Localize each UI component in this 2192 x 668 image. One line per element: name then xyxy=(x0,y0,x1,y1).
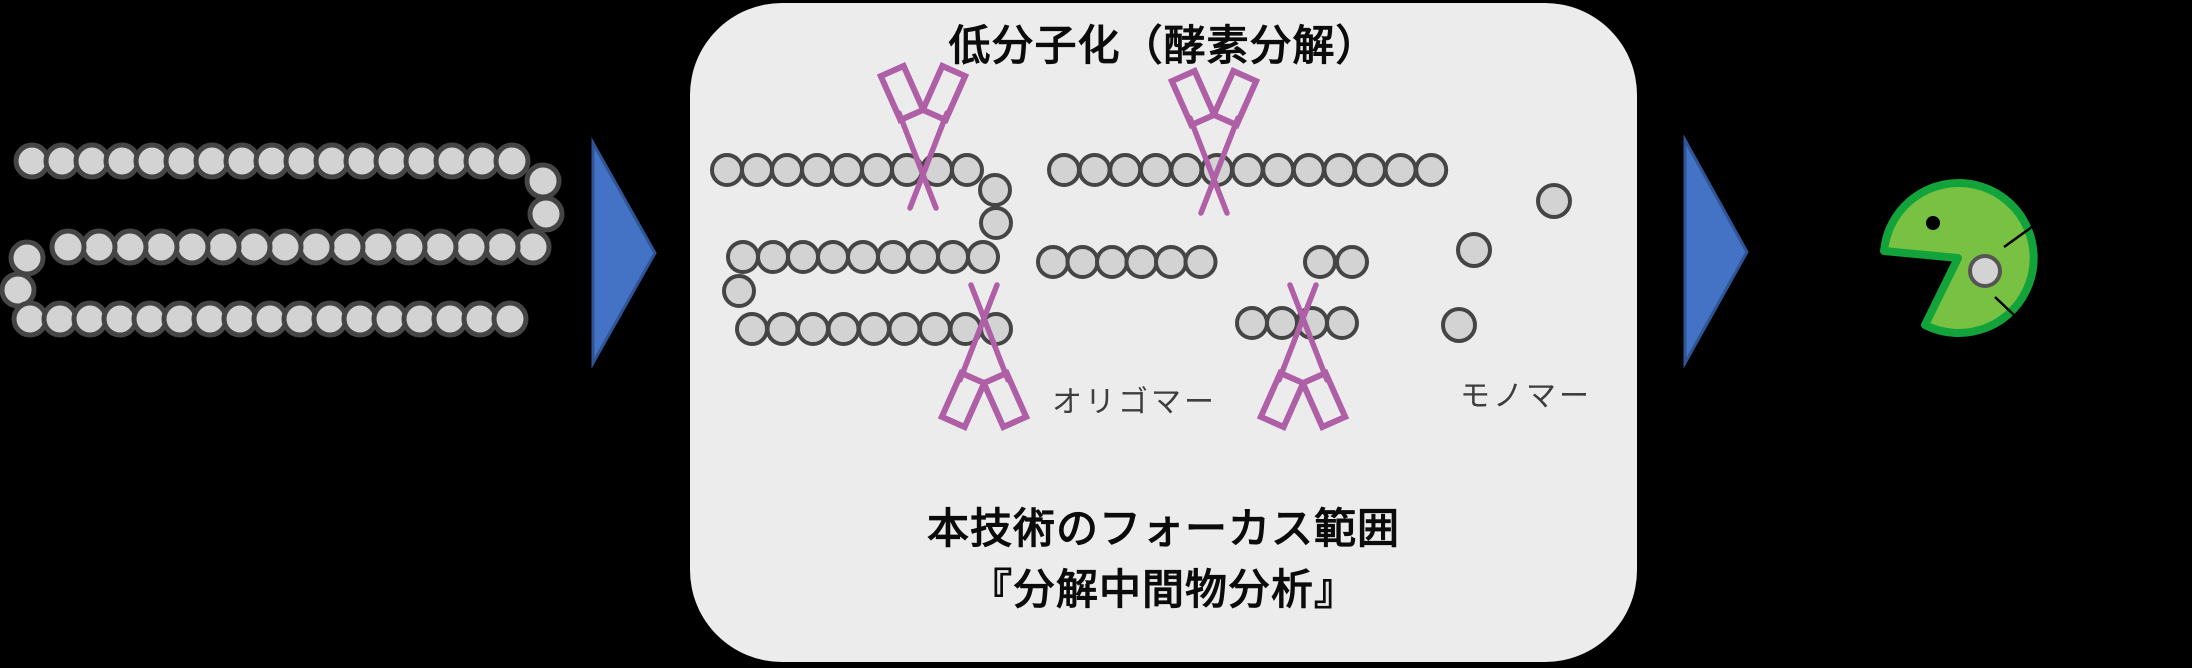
polymer-bead xyxy=(452,228,490,266)
polymer-bead xyxy=(133,142,171,180)
polymer-bead xyxy=(401,300,439,338)
polymer-bead xyxy=(235,228,273,266)
microbe-pacman xyxy=(1880,179,2038,337)
polymer-bead xyxy=(49,228,87,266)
polymer-bead xyxy=(80,228,118,266)
polymer-bead xyxy=(221,300,259,338)
polymer-bead xyxy=(101,300,139,338)
polymer-bead xyxy=(514,228,552,266)
polymer-bead xyxy=(111,228,149,266)
polymer-bead xyxy=(142,228,180,266)
polymer-bead xyxy=(193,142,231,180)
flow-arrow-1 xyxy=(591,137,657,369)
polymer-bead xyxy=(41,300,79,338)
polymer-bead xyxy=(311,300,349,338)
polymer-bead xyxy=(191,300,229,338)
polymer-bead xyxy=(483,228,521,266)
oligomer-label: オリゴマー xyxy=(1052,386,1217,419)
focus-note-line1: 本技術のフォーカス範囲 xyxy=(926,505,1400,552)
polymer-bead xyxy=(283,142,321,180)
polymer-bead xyxy=(343,142,381,180)
polymer-bead xyxy=(341,300,379,338)
polymer-bead xyxy=(0,271,37,309)
flow-arrow-2 xyxy=(1683,134,1749,369)
polymer-bead xyxy=(461,300,499,338)
polymer-bead xyxy=(463,142,501,180)
polymer-bead xyxy=(527,195,565,233)
pacman-body xyxy=(1880,179,2038,337)
source-polymer-chain xyxy=(0,142,565,338)
polymer-bead xyxy=(491,300,529,338)
polymer-bead xyxy=(433,142,471,180)
pacman-eye xyxy=(1926,216,1940,230)
polymer-bead xyxy=(359,228,397,266)
polymer-bead xyxy=(266,228,304,266)
polymer-bead xyxy=(431,300,469,338)
polymer-bead xyxy=(524,162,562,200)
polymer-bead xyxy=(163,142,201,180)
polymer-bead xyxy=(223,142,261,180)
polymer-bead xyxy=(11,300,49,338)
polymer-bead xyxy=(373,142,411,180)
polymer-bead xyxy=(73,142,111,180)
monomer-bead-eaten xyxy=(1968,254,2002,288)
polymer-bead xyxy=(403,142,441,180)
polymer-bead xyxy=(297,228,335,266)
polymer-bead xyxy=(281,300,319,338)
action-line xyxy=(1994,296,2016,317)
polymer-bead xyxy=(8,239,46,277)
monomer-label: モノマー xyxy=(1460,380,1592,413)
polymer-bead xyxy=(161,300,199,338)
action-line xyxy=(2003,222,2037,249)
focus-note-line2: 『分解中間物分析』 xyxy=(969,566,1357,613)
polymer-bead xyxy=(43,142,81,180)
polymer-bead xyxy=(131,300,169,338)
box-title: 低分子化（酵素分解） xyxy=(948,22,1379,69)
polymer-bead xyxy=(390,228,428,266)
polymer-bead xyxy=(328,228,366,266)
polymer-bead xyxy=(173,228,211,266)
polymer-bead xyxy=(71,300,109,338)
polymer-bead xyxy=(251,300,289,338)
polymer-bead xyxy=(313,142,351,180)
focus-note: 本技術のフォーカス範囲 『分解中間物分析』 xyxy=(690,498,1637,620)
polymer-bead xyxy=(103,142,141,180)
polymer-bead xyxy=(13,142,51,180)
polymer-bead xyxy=(421,228,459,266)
polymer-bead xyxy=(493,142,531,180)
polymer-bead xyxy=(371,300,409,338)
polymer-bead xyxy=(253,142,291,180)
polymer-bead xyxy=(204,228,242,266)
